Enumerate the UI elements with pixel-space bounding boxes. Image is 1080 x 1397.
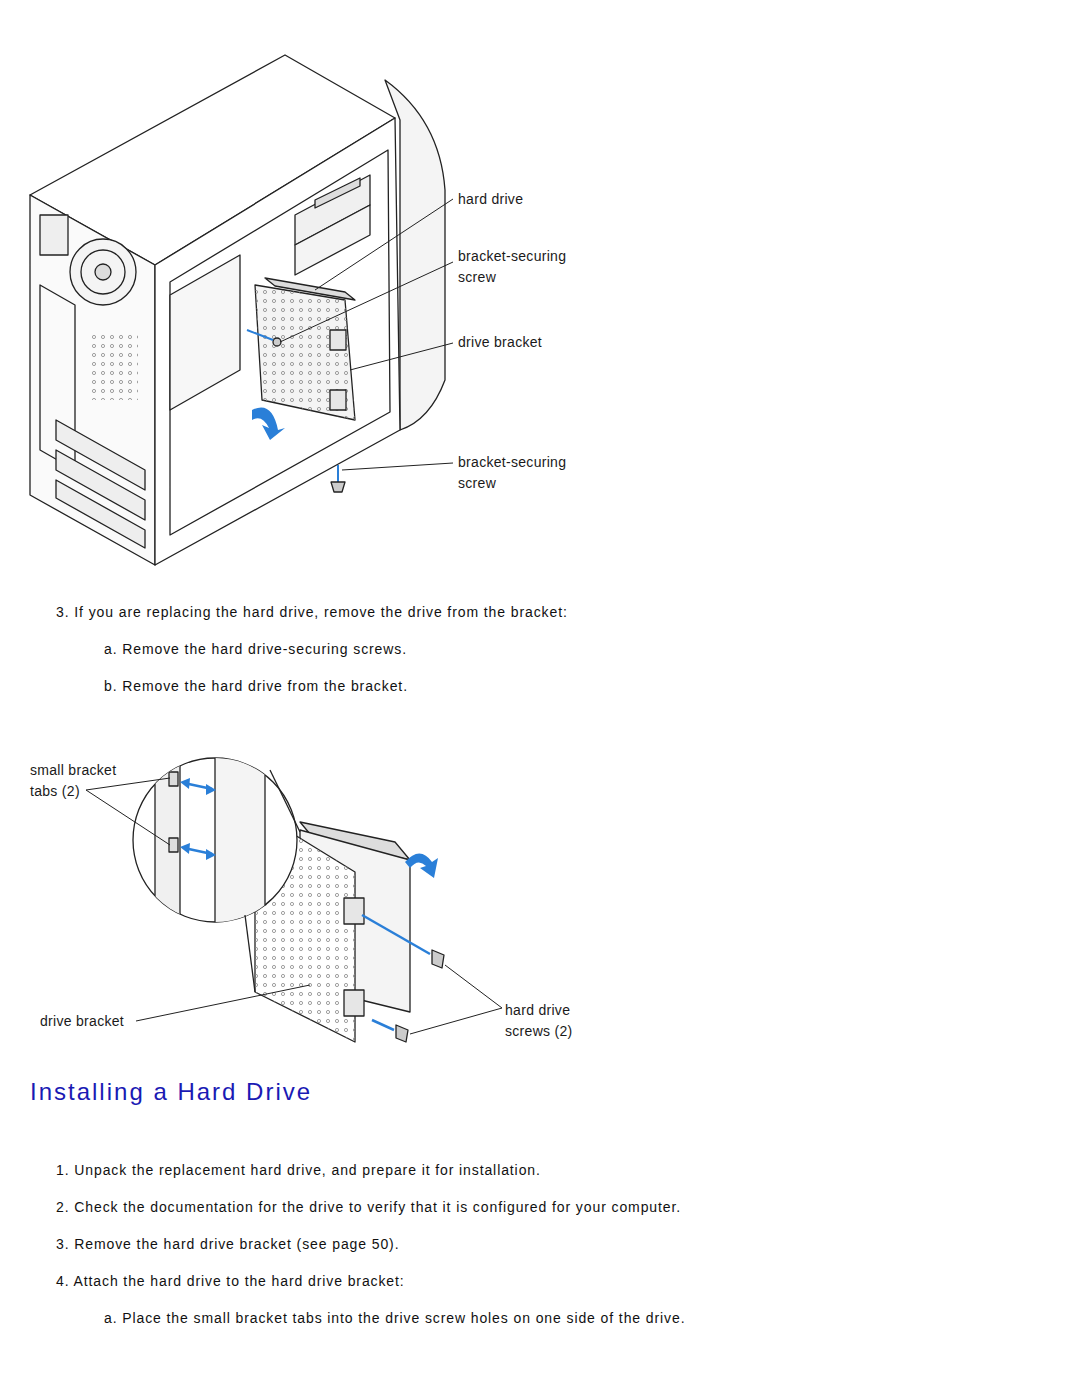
substep-text: a. Remove the hard drive-securing screws… xyxy=(104,640,1054,658)
substep-text: b. Remove the hard drive from the bracke… xyxy=(104,677,1054,695)
callout-label: small bracket tabs (2) xyxy=(30,760,130,802)
callout-label: hard drive screws (2) xyxy=(505,1000,595,1042)
substep-text: a. Place the small bracket tabs into the… xyxy=(104,1309,1064,1327)
step-text: 3. If you are replacing the hard drive, … xyxy=(56,603,1056,621)
step-text: 2. Check the documentation for the drive… xyxy=(56,1198,1066,1216)
step-text: 4. Attach the hard drive to the hard dri… xyxy=(56,1272,1066,1290)
section-heading: Installing a Hard Drive xyxy=(30,1078,312,1106)
callout-label: bracket-securing screw xyxy=(458,452,588,494)
step-text: 3. Remove the hard drive bracket (see pa… xyxy=(56,1235,1066,1253)
callout-label: hard drive xyxy=(458,189,598,210)
step-text: 1. Unpack the replacement hard drive, an… xyxy=(56,1161,1066,1179)
callout-label: bracket-securing screw xyxy=(458,246,588,288)
callout-label: drive bracket xyxy=(458,332,598,353)
callout-label: drive bracket xyxy=(40,1011,140,1032)
